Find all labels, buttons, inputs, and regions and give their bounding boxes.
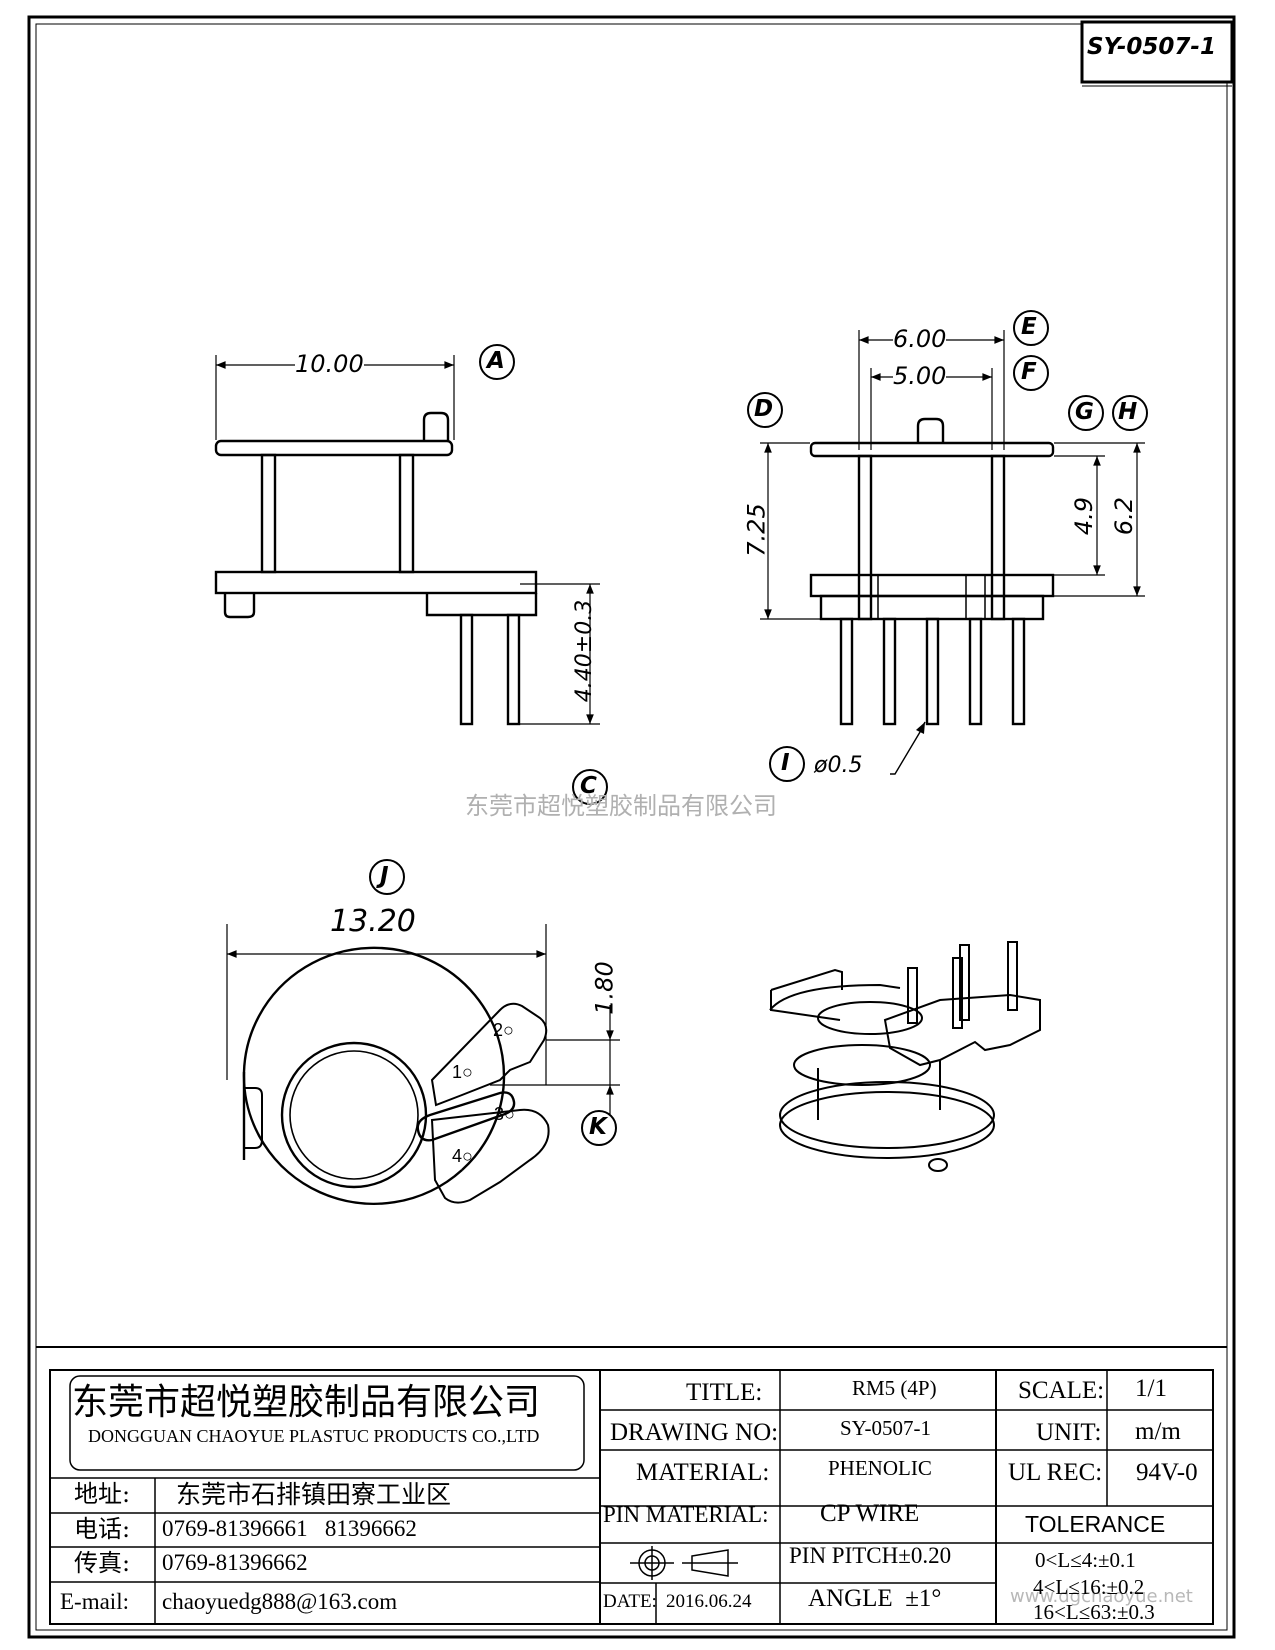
angle-value: ANGLE ±1° bbox=[808, 1585, 942, 1612]
dim-height-h: 6.2 bbox=[1110, 496, 1139, 536]
callout-h-circle bbox=[1112, 395, 1148, 431]
title-label: TITLE: bbox=[686, 1379, 763, 1406]
callout-c-circle bbox=[572, 769, 608, 805]
ul-value: 94V-0 bbox=[1136, 1459, 1198, 1486]
watermark-corner: www.dgchaoyue.net bbox=[1010, 1586, 1193, 1607]
pin-label-4: 4○ bbox=[452, 1146, 473, 1166]
callout-g: G bbox=[1075, 399, 1094, 425]
callout-i-circle bbox=[769, 746, 805, 782]
address-label: 地址: bbox=[74, 1480, 131, 1508]
dim-width-f: 5.00 bbox=[893, 362, 947, 390]
drawing-no-label: DRAWING NO: bbox=[610, 1419, 779, 1446]
inner-frame bbox=[35, 23, 1228, 1631]
dim-pin-length: 4.40±0.3 bbox=[572, 599, 598, 703]
tolerance-1: 0<L≤4:±0.1 bbox=[1035, 1548, 1136, 1572]
dim-width-a: 10.00 bbox=[295, 350, 364, 378]
callout-k-circle bbox=[581, 1110, 617, 1146]
phone-label: 电话: bbox=[74, 1515, 131, 1543]
scale-label: SCALE: bbox=[1018, 1377, 1105, 1404]
tolerance-2: 4<L≤16:±0.2 bbox=[1033, 1575, 1145, 1599]
fax-value: 0769-81396662 bbox=[162, 1550, 308, 1575]
callout-j: J bbox=[380, 863, 389, 889]
scale-value: 1/1 bbox=[1135, 1375, 1167, 1402]
callout-circles bbox=[369, 310, 1148, 1146]
pin-material-label: PIN MATERIAL: bbox=[603, 1502, 769, 1527]
drawing-no-value: SY-0507-1 bbox=[840, 1416, 932, 1440]
date-label: DATE: bbox=[603, 1591, 657, 1612]
dim-overall-j: 13.20 bbox=[330, 904, 416, 939]
material-value: PHENOLIC bbox=[828, 1456, 932, 1480]
email-value: chaoyuedg888@163.com bbox=[162, 1589, 398, 1614]
address-value: 东莞市石排镇田寮工业区 bbox=[176, 1480, 452, 1509]
drawing-id: SY-0507-1 bbox=[1087, 34, 1216, 60]
fax-label: 传真: bbox=[74, 1549, 131, 1577]
callout-a: A bbox=[487, 348, 505, 374]
title-value: RM5 (4P) bbox=[852, 1376, 937, 1400]
callout-k: K bbox=[589, 1114, 607, 1140]
callout-g-circle bbox=[1068, 395, 1104, 431]
drawing-id-box bbox=[1080, 20, 1234, 84]
side-view bbox=[214, 355, 600, 726]
pin-pitch-value: PIN PITCH±0.20 bbox=[789, 1543, 952, 1568]
material-label: MATERIAL: bbox=[636, 1459, 770, 1486]
date-value: 2016.06.24 bbox=[666, 1591, 752, 1612]
callout-f-circle bbox=[1013, 355, 1049, 391]
callout-h: H bbox=[1118, 399, 1138, 425]
isometric-view bbox=[769, 941, 1041, 1172]
callout-d: D bbox=[754, 396, 774, 422]
company-name-en: DONGGUAN CHAOYUE PLASTUC PRODUCTS CO.,LT… bbox=[88, 1426, 540, 1446]
outer-frame bbox=[27, 15, 1236, 1639]
dim-pin-dia: ø0.5 bbox=[814, 753, 863, 778]
email-label: E-mail: bbox=[60, 1589, 129, 1614]
callout-c: C bbox=[580, 773, 597, 799]
projection-symbol-icon bbox=[630, 1546, 738, 1580]
pin-label-3: 3○ bbox=[494, 1104, 515, 1124]
tolerance-label: TOLERANCE bbox=[1025, 1511, 1166, 1537]
callout-e: E bbox=[1021, 314, 1037, 340]
dim-height-d: 7.25 bbox=[742, 503, 771, 557]
bottom-view bbox=[226, 924, 620, 1205]
pin-material-value: CP WIRE bbox=[820, 1500, 920, 1527]
callout-d-circle bbox=[747, 392, 783, 428]
callout-e-circle bbox=[1013, 310, 1049, 346]
callout-f: F bbox=[1021, 359, 1037, 385]
callout-a-circle bbox=[479, 344, 515, 380]
company-name-cn: 东莞市超悦塑胶制品有限公司 bbox=[72, 1382, 541, 1423]
title-block bbox=[36, 1346, 1227, 1625]
watermark-text: 东莞市超悦塑胶制品有限公司 bbox=[465, 792, 777, 820]
callout-j-circle bbox=[369, 859, 405, 895]
dim-height-g: 4.9 bbox=[1070, 496, 1099, 536]
dim-pin-pitch-k: 1.80 bbox=[590, 961, 619, 1015]
unit-value: m/m bbox=[1135, 1418, 1181, 1445]
dim-width-e: 6.00 bbox=[893, 325, 947, 353]
callout-i: I bbox=[781, 750, 790, 776]
phone-value: 0769-81396661 81396662 bbox=[162, 1516, 417, 1541]
unit-label: UNIT: bbox=[1036, 1419, 1102, 1446]
ul-label: UL REC: bbox=[1008, 1459, 1103, 1486]
pin-label-2: 2○ bbox=[493, 1020, 514, 1040]
pin-label-1: 1○ bbox=[452, 1062, 473, 1082]
tolerance-3: 16<L≤63:±0.3 bbox=[1033, 1600, 1155, 1624]
